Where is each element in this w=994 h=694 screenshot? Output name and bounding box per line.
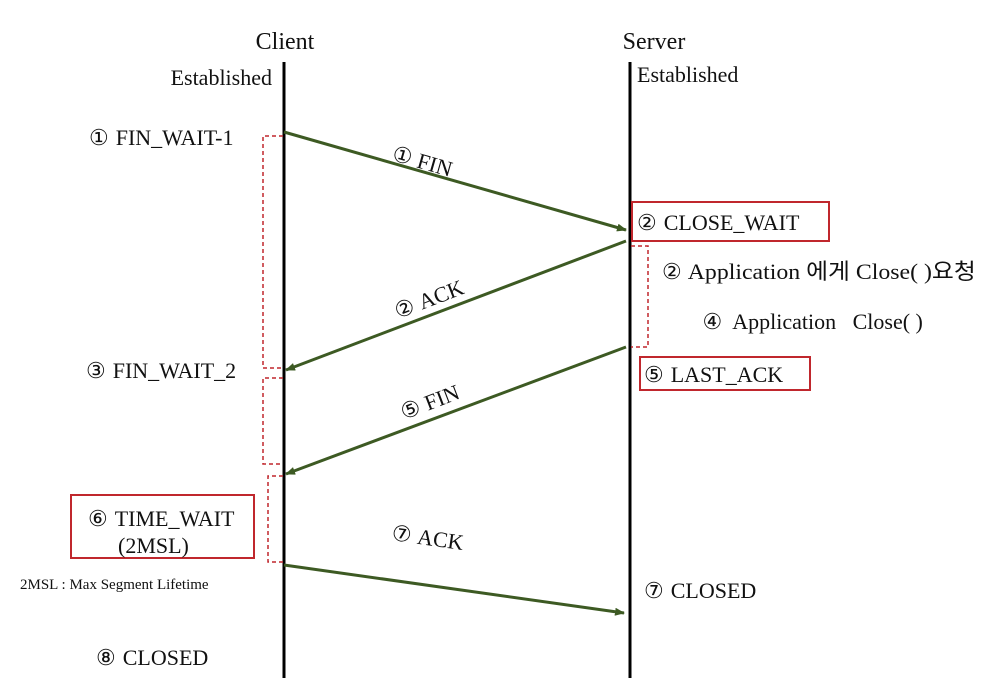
message-arrow-fin-5 (285, 345, 627, 476)
svg-text:①FIN: ①FIN (390, 141, 456, 182)
message-num: ⑦ (390, 520, 413, 548)
server-initial-state: Established (637, 62, 738, 87)
time-wait-highlight-box (70, 494, 255, 559)
message-text: FIN (414, 148, 455, 182)
bracket-fin-wait-2 (262, 377, 283, 465)
message-num: ② (391, 293, 418, 323)
last-ack-highlight-box (639, 356, 811, 391)
message-num: ① (390, 141, 416, 170)
client-header: Client (256, 29, 315, 55)
message-arrow-fin-1 (283, 130, 627, 232)
client-initial-state: Established (171, 65, 272, 90)
message-label-fin-1: ①FIN (390, 141, 456, 182)
bracket-time-wait (267, 475, 283, 563)
server-header: Server (623, 29, 686, 55)
bracket-fin-wait-1 (262, 135, 283, 369)
client-state-time-wait-duration: (2MSL) (118, 533, 189, 558)
bracket-close-wait (631, 245, 649, 348)
message-text: ACK (415, 274, 467, 314)
close-wait-highlight-box (631, 201, 830, 242)
message-label-fin-5: ⑤FIN (397, 379, 463, 424)
svg-text:⑤FIN: ⑤FIN (397, 379, 463, 424)
message-num: ⑤ (397, 394, 424, 424)
message-text: ACK (416, 524, 466, 555)
message-arrow-ack-2 (285, 239, 627, 372)
footnote-2msl: 2MSL : Max Segment Lifetime (20, 577, 209, 593)
message-arrow-ack-7 (283, 563, 625, 616)
